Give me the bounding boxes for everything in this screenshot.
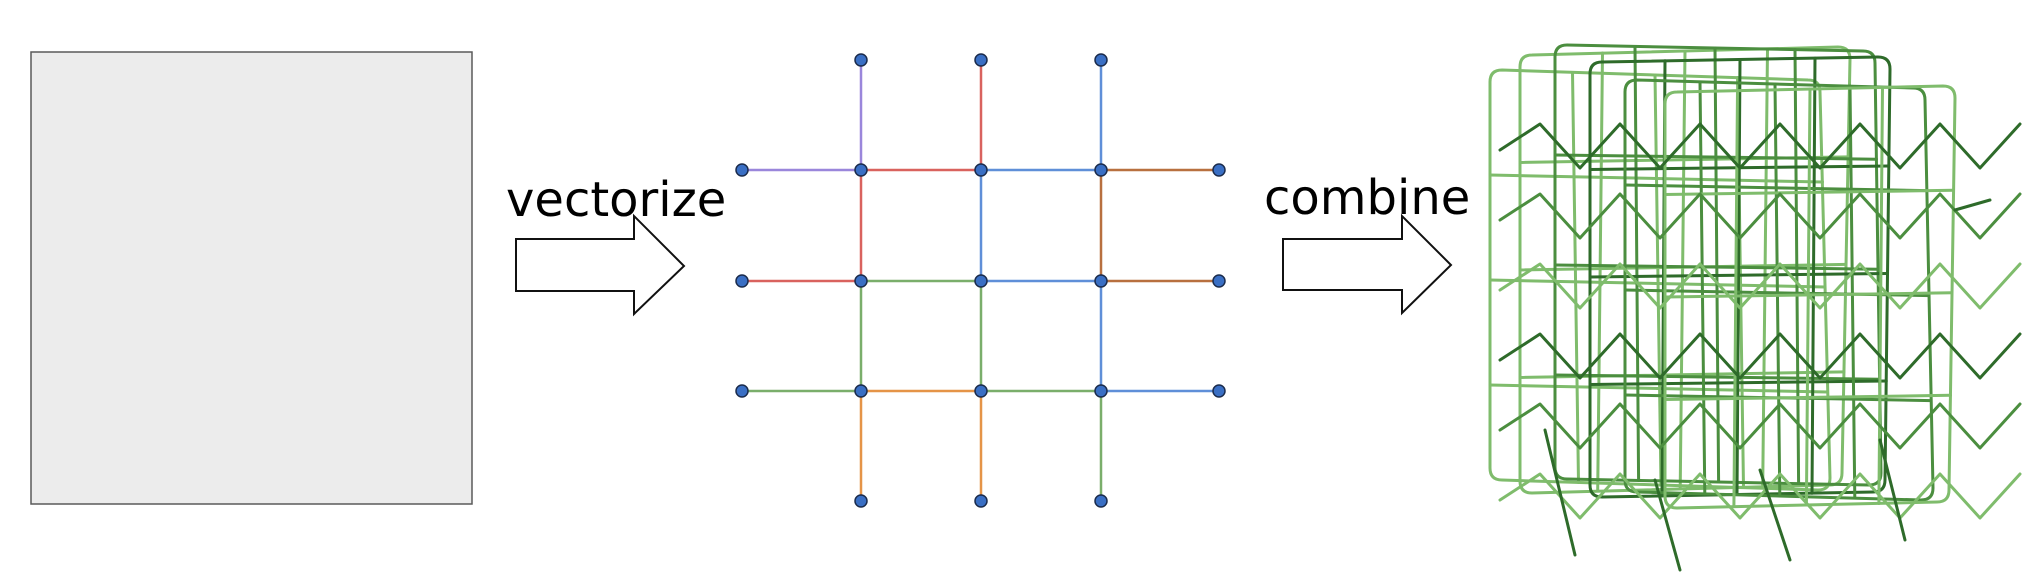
graph-node [1212,163,1226,177]
wireframe-cage-output [1488,43,2022,572]
cage-wire [1735,58,1742,496]
cage-wire [1553,43,1883,487]
cage-wire [1543,428,1577,557]
cage-wire [1878,438,1907,542]
graph-node [854,163,868,177]
cage-wire [1488,278,1827,289]
graph-node [735,384,749,398]
cage-wire [1498,332,2022,380]
cage-wire [1498,472,2022,520]
cage-wire [1518,45,1852,495]
cage-wire [1877,86,1884,505]
combine-arrow-icon [1282,213,1453,316]
cage-wire [1623,78,1935,502]
cage-wire [1498,122,2022,170]
graph-node [854,53,868,67]
cage-wire [1698,80,1707,496]
graph-node [854,384,868,398]
combine-step: combine [1264,170,1470,316]
cage-wire [1732,89,1739,508]
cage-wire [1773,82,1782,498]
cage-wire [1953,198,1992,212]
combine-label: combine [1264,170,1470,226]
graph-node [1094,494,1108,508]
graph-node [974,163,988,177]
graph-node [974,274,988,288]
cage-wire [1571,71,1580,484]
cage-wire [1713,46,1721,484]
input-image-panel [30,51,473,505]
cage-wire [1758,468,1792,562]
graph-node [1094,274,1108,288]
cage-wire [1498,402,2022,450]
vectorize-label: vectorize [506,172,726,228]
graph-node [1094,163,1108,177]
cage-wire [1488,383,1829,394]
graph-node [974,494,988,508]
graph-node [854,274,868,288]
graph-node [735,274,749,288]
cage-wire [1588,379,1888,386]
graph-node [735,163,749,177]
graph-node [1212,384,1226,398]
cage-wire [1498,192,2022,240]
cage-wire [1653,73,1663,487]
cage-wire [1588,55,1892,499]
cage-wire [1663,393,1952,401]
graph-node [974,384,988,398]
graph-node [1094,53,1108,67]
vector-graph [735,53,1226,508]
graph-node [1212,274,1226,288]
vectorize-arrow-icon [515,213,686,317]
cage-wire [1588,272,1889,279]
cage-wire [1678,49,1687,491]
vectorize-step: vectorize [506,172,726,317]
graph-node [854,494,868,508]
cage-wire [1633,45,1641,482]
cage-wire [1498,262,2022,310]
cage-wire [1793,48,1801,485]
cage-wire [1653,478,1682,572]
graph-node [974,53,988,67]
cage-wire [1596,51,1604,493]
cage-wire [1810,56,1817,495]
cage-wire [1553,263,1880,271]
graph-node [1094,384,1108,398]
cage-wire [1488,68,1832,492]
cage-wire [1848,84,1857,500]
cage-wire [1553,373,1881,381]
